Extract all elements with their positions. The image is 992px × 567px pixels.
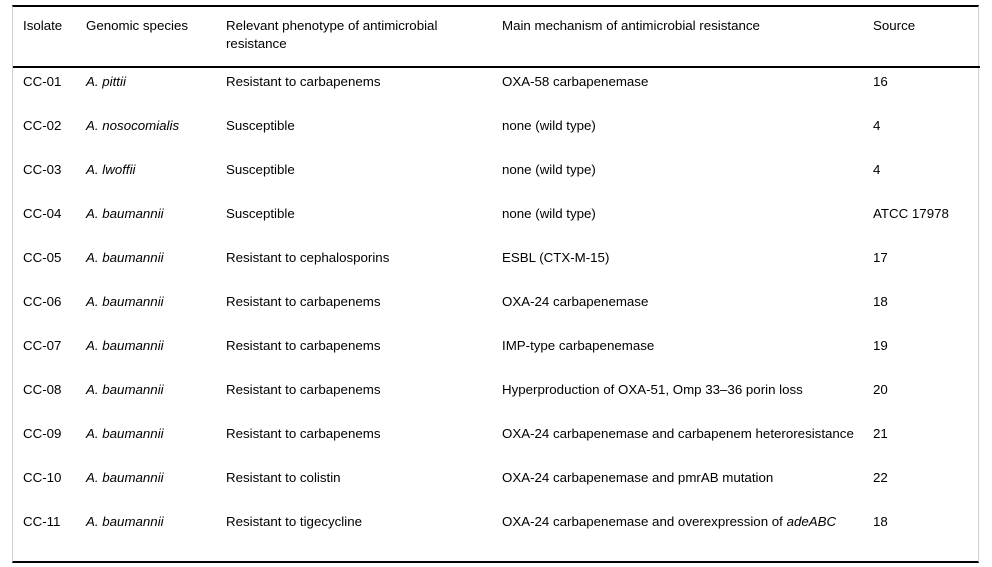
table-row: CC-09 A. baumannii Resistant to carbapenem… xyxy=(13,420,980,464)
cell-mechanism: ESBL (CTX-M-15) xyxy=(502,244,873,288)
table-header-row: Isolate Genomic species Relevant phenoty… xyxy=(13,7,980,67)
cell-phenotype: Resistant to carbapenems xyxy=(226,293,381,309)
cell-source: 22 xyxy=(873,469,888,485)
cell-source: 19 xyxy=(873,337,888,353)
cell-species: A. baumannii xyxy=(86,337,164,353)
cell-mechanism: OXA-58 carbapenemase xyxy=(502,67,873,112)
table-row: CC-05 A. baumannii Resistant to cephalospo… xyxy=(13,244,980,288)
cell-phenotype: Resistant to carbapenems xyxy=(226,381,381,397)
column-header-phenotype: Relevant phenotype of antimicrobial resi… xyxy=(226,18,438,51)
cell-source: 21 xyxy=(873,425,888,441)
cell-species: A. baumannii xyxy=(86,513,164,529)
cell-phenotype: Susceptible xyxy=(226,205,295,221)
mechanism-text: OXA-24 carbapenemase and carbapenem hete… xyxy=(502,425,854,441)
cell-source: 17 xyxy=(873,249,888,265)
cell-mechanism: OXA-24 carbapenemase and pmrAB mutation xyxy=(502,464,873,508)
cell-isolate: CC-01 xyxy=(23,73,62,89)
cell-mechanism: none (wild type) xyxy=(502,112,873,156)
cell-source: 4 xyxy=(873,161,881,177)
column-header-mechanism: Main mechanism of antimicrobial resistan… xyxy=(502,18,760,33)
mechanism-text: OXA-58 carbapenemase xyxy=(502,73,649,89)
cell-mechanism: none (wild type) xyxy=(502,200,873,244)
cell-mechanism: IMP-type carbapenemase xyxy=(502,332,873,376)
cell-isolate: CC-08 xyxy=(23,381,62,397)
cell-source: 16 xyxy=(873,73,888,89)
cell-species: A. nosocomialis xyxy=(86,117,180,133)
isolate-characteristics-table: Isolate Genomic species Relevant phenoty… xyxy=(13,7,980,561)
cell-isolate: CC-06 xyxy=(23,293,62,309)
cell-source: ATCC 17978 xyxy=(873,205,949,221)
table-row: CC-02 A. nosocomialis Susceptible none (wil… xyxy=(13,112,980,156)
mechanism-text: ESBL (CTX-M-15) xyxy=(502,249,610,265)
cell-phenotype: Susceptible xyxy=(226,161,295,177)
table-row: CC-10 A. baumannii Resistant to colistin OX… xyxy=(13,464,980,508)
isolate-table-container: Isolate Genomic species Relevant phenoty… xyxy=(12,5,980,563)
cell-isolate: CC-09 xyxy=(23,425,62,441)
cell-mechanism: OXA-24 carbapenemase xyxy=(502,288,873,332)
cell-species: A. pittii xyxy=(86,73,126,89)
cell-source: 18 xyxy=(873,293,888,309)
cell-phenotype: Resistant to colistin xyxy=(226,469,341,485)
cell-source: 18 xyxy=(873,513,888,529)
cell-source: 4 xyxy=(873,117,881,133)
table-row: CC-03 A. lwoffii Susceptible none (wild typ… xyxy=(13,156,980,200)
cell-phenotype: Resistant to cephalosporins xyxy=(226,249,390,265)
table-row: CC-01 A. pittii Resistant to carbapenems OX… xyxy=(13,67,980,112)
cell-isolate: CC-07 xyxy=(23,337,62,353)
mechanism-gene-name: adeABC xyxy=(786,513,837,529)
cell-isolate: CC-10 xyxy=(23,469,62,485)
table-row: CC-08 A. baumannii Resistant to carbapenem… xyxy=(13,376,980,420)
mechanism-text: Hyperproduction of OXA-51, Omp 33–36 por… xyxy=(502,381,803,397)
cell-phenotype: Resistant to carbapenems xyxy=(226,337,381,353)
mechanism-text: OXA-24 carbapenemase and pmrAB mutation xyxy=(502,469,774,485)
cell-species: A. baumannii xyxy=(86,205,164,221)
cell-species: A. baumannii xyxy=(86,425,164,441)
table-row: CC-04 A. baumannii Susceptible none (wild t… xyxy=(13,200,980,244)
cell-mechanism: OXA-24 carbapenemase and carbapenem hete… xyxy=(502,420,873,464)
mechanism-text: OXA-24 carbapenemase and overexpression … xyxy=(502,513,787,529)
cell-phenotype: Resistant to carbapenems xyxy=(226,73,381,89)
table-header: Isolate Genomic species Relevant phenoty… xyxy=(13,7,980,67)
cell-phenotype: Resistant to tigecycline xyxy=(226,513,362,529)
cell-isolate: CC-11 xyxy=(23,513,61,529)
cell-isolate: CC-02 xyxy=(23,117,62,133)
cell-phenotype: Resistant to carbapenems xyxy=(226,425,381,441)
table-row: CC-07 A. baumannii Resistant to carbapenem… xyxy=(13,332,980,376)
cell-species: A. lwoffii xyxy=(86,161,136,177)
cell-mechanism: Hyperproduction of OXA-51, Omp 33–36 por… xyxy=(502,376,873,420)
mechanism-text: none (wild type) xyxy=(502,117,596,133)
cell-species: A. baumannii xyxy=(86,381,164,397)
cell-mechanism: OXA-24 carbapenemase and overexpression … xyxy=(502,508,873,561)
mechanism-text: none (wild type) xyxy=(502,161,596,177)
cell-mechanism: none (wild type) xyxy=(502,156,873,200)
mechanism-text: none (wild type) xyxy=(502,205,596,221)
table-row: CC-11 A. baumannii Resistant to tigecyclin… xyxy=(13,508,980,561)
cell-isolate: CC-04 xyxy=(23,205,62,221)
cell-species: A. baumannii xyxy=(86,469,164,485)
table-row: CC-06 A. baumannii Resistant to carbapenem… xyxy=(13,288,980,332)
column-header-species: Genomic species xyxy=(86,18,188,33)
mechanism-text: OXA-24 carbapenemase xyxy=(502,293,649,309)
cell-source: 20 xyxy=(873,381,888,397)
cell-species: A. baumannii xyxy=(86,249,164,265)
cell-species: A. baumannii xyxy=(86,293,164,309)
column-header-isolate: Isolate xyxy=(23,18,63,33)
mechanism-text: IMP-type carbapenemase xyxy=(502,337,655,353)
column-header-source: Source xyxy=(873,18,916,33)
cell-isolate: CC-05 xyxy=(23,249,62,265)
cell-isolate: CC-03 xyxy=(23,161,62,177)
cell-phenotype: Susceptible xyxy=(226,117,295,133)
